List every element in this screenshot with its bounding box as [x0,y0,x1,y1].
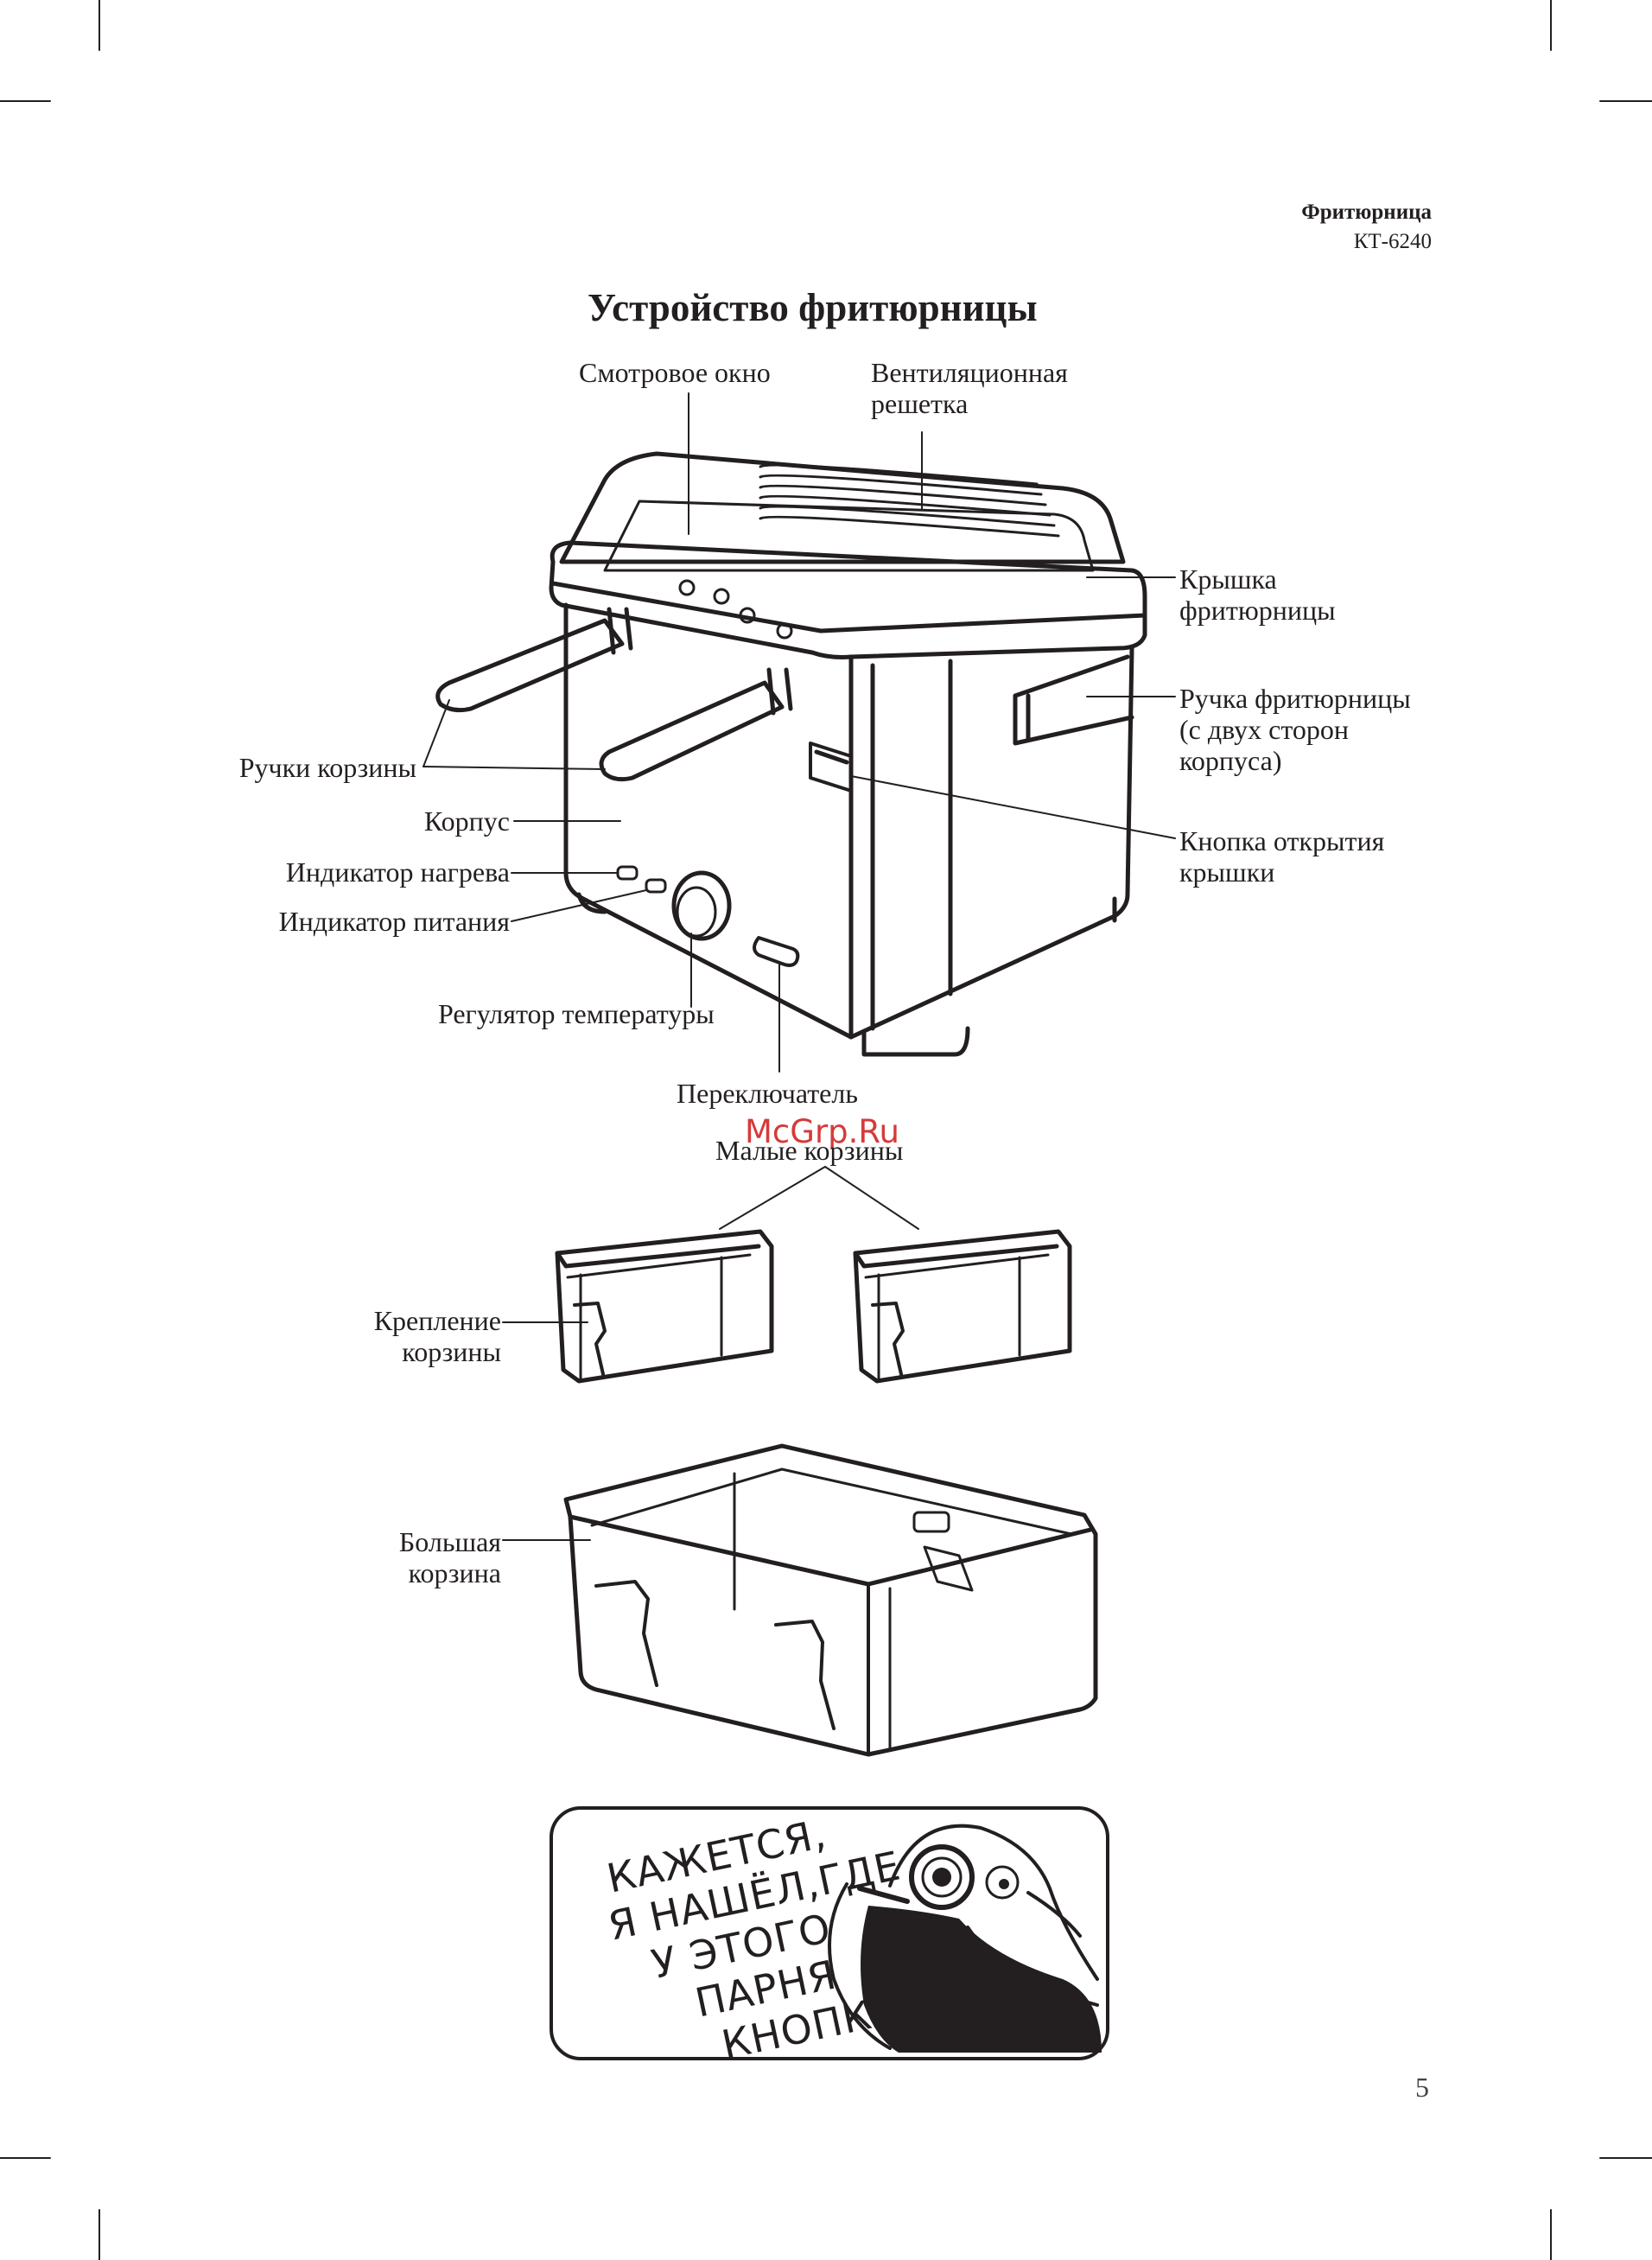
label-lid-button-line2: крышки [1179,856,1275,888]
label-lid-line1: Крышка [1179,563,1277,595]
label-handle-line1: Ручка фритюрницы [1179,683,1411,714]
page-number: 5 [1415,2072,1429,2103]
leader-lines [423,392,1176,1541]
label-large-basket-line1: Большая [398,1526,501,1557]
header-model: КТ-6240 [1353,230,1432,253]
fryer-illustration [435,451,1147,1057]
small-basket-left [555,1229,774,1384]
label-basket-handles: Ручки корзины [238,752,416,783]
large-basket [563,1443,1098,1757]
label-handle-line2: (с двух сторон [1179,714,1350,745]
watermark: McGrp.Ru [745,1113,899,1150]
label-viewing-window: Смотровое окно [579,357,771,388]
label-thermostat: Регулятор температуры [438,998,715,1029]
label-heat-indicator: Индикатор нагрева [285,856,510,888]
label-power-indicator: Индикатор питания [278,906,510,937]
label-handle-line3: корпуса) [1179,745,1282,776]
label-lid-button-line1: Кнопка открытия [1179,825,1385,856]
label-vent-grille-line1: Вентиляционная [871,357,1068,388]
label-body: Корпус [423,805,510,837]
label-basket-mount-line1: Крепление [373,1305,501,1336]
cartoon-frame [550,1806,1109,2060]
label-basket-mount-line2: корзины [402,1336,501,1367]
page-title: Устройство фритюрницы [588,286,1038,329]
label-small-baskets: Малые корзины [715,1135,904,1166]
label-vent-grille-line2: решетка [871,388,969,419]
small-basket-right [853,1229,1072,1384]
label-lid-line2: фритюрницы [1179,595,1336,626]
label-large-basket-line2: корзина [408,1557,501,1588]
header-product: Фритюрница [1301,201,1432,224]
label-switch: Переключатель [677,1078,858,1109]
